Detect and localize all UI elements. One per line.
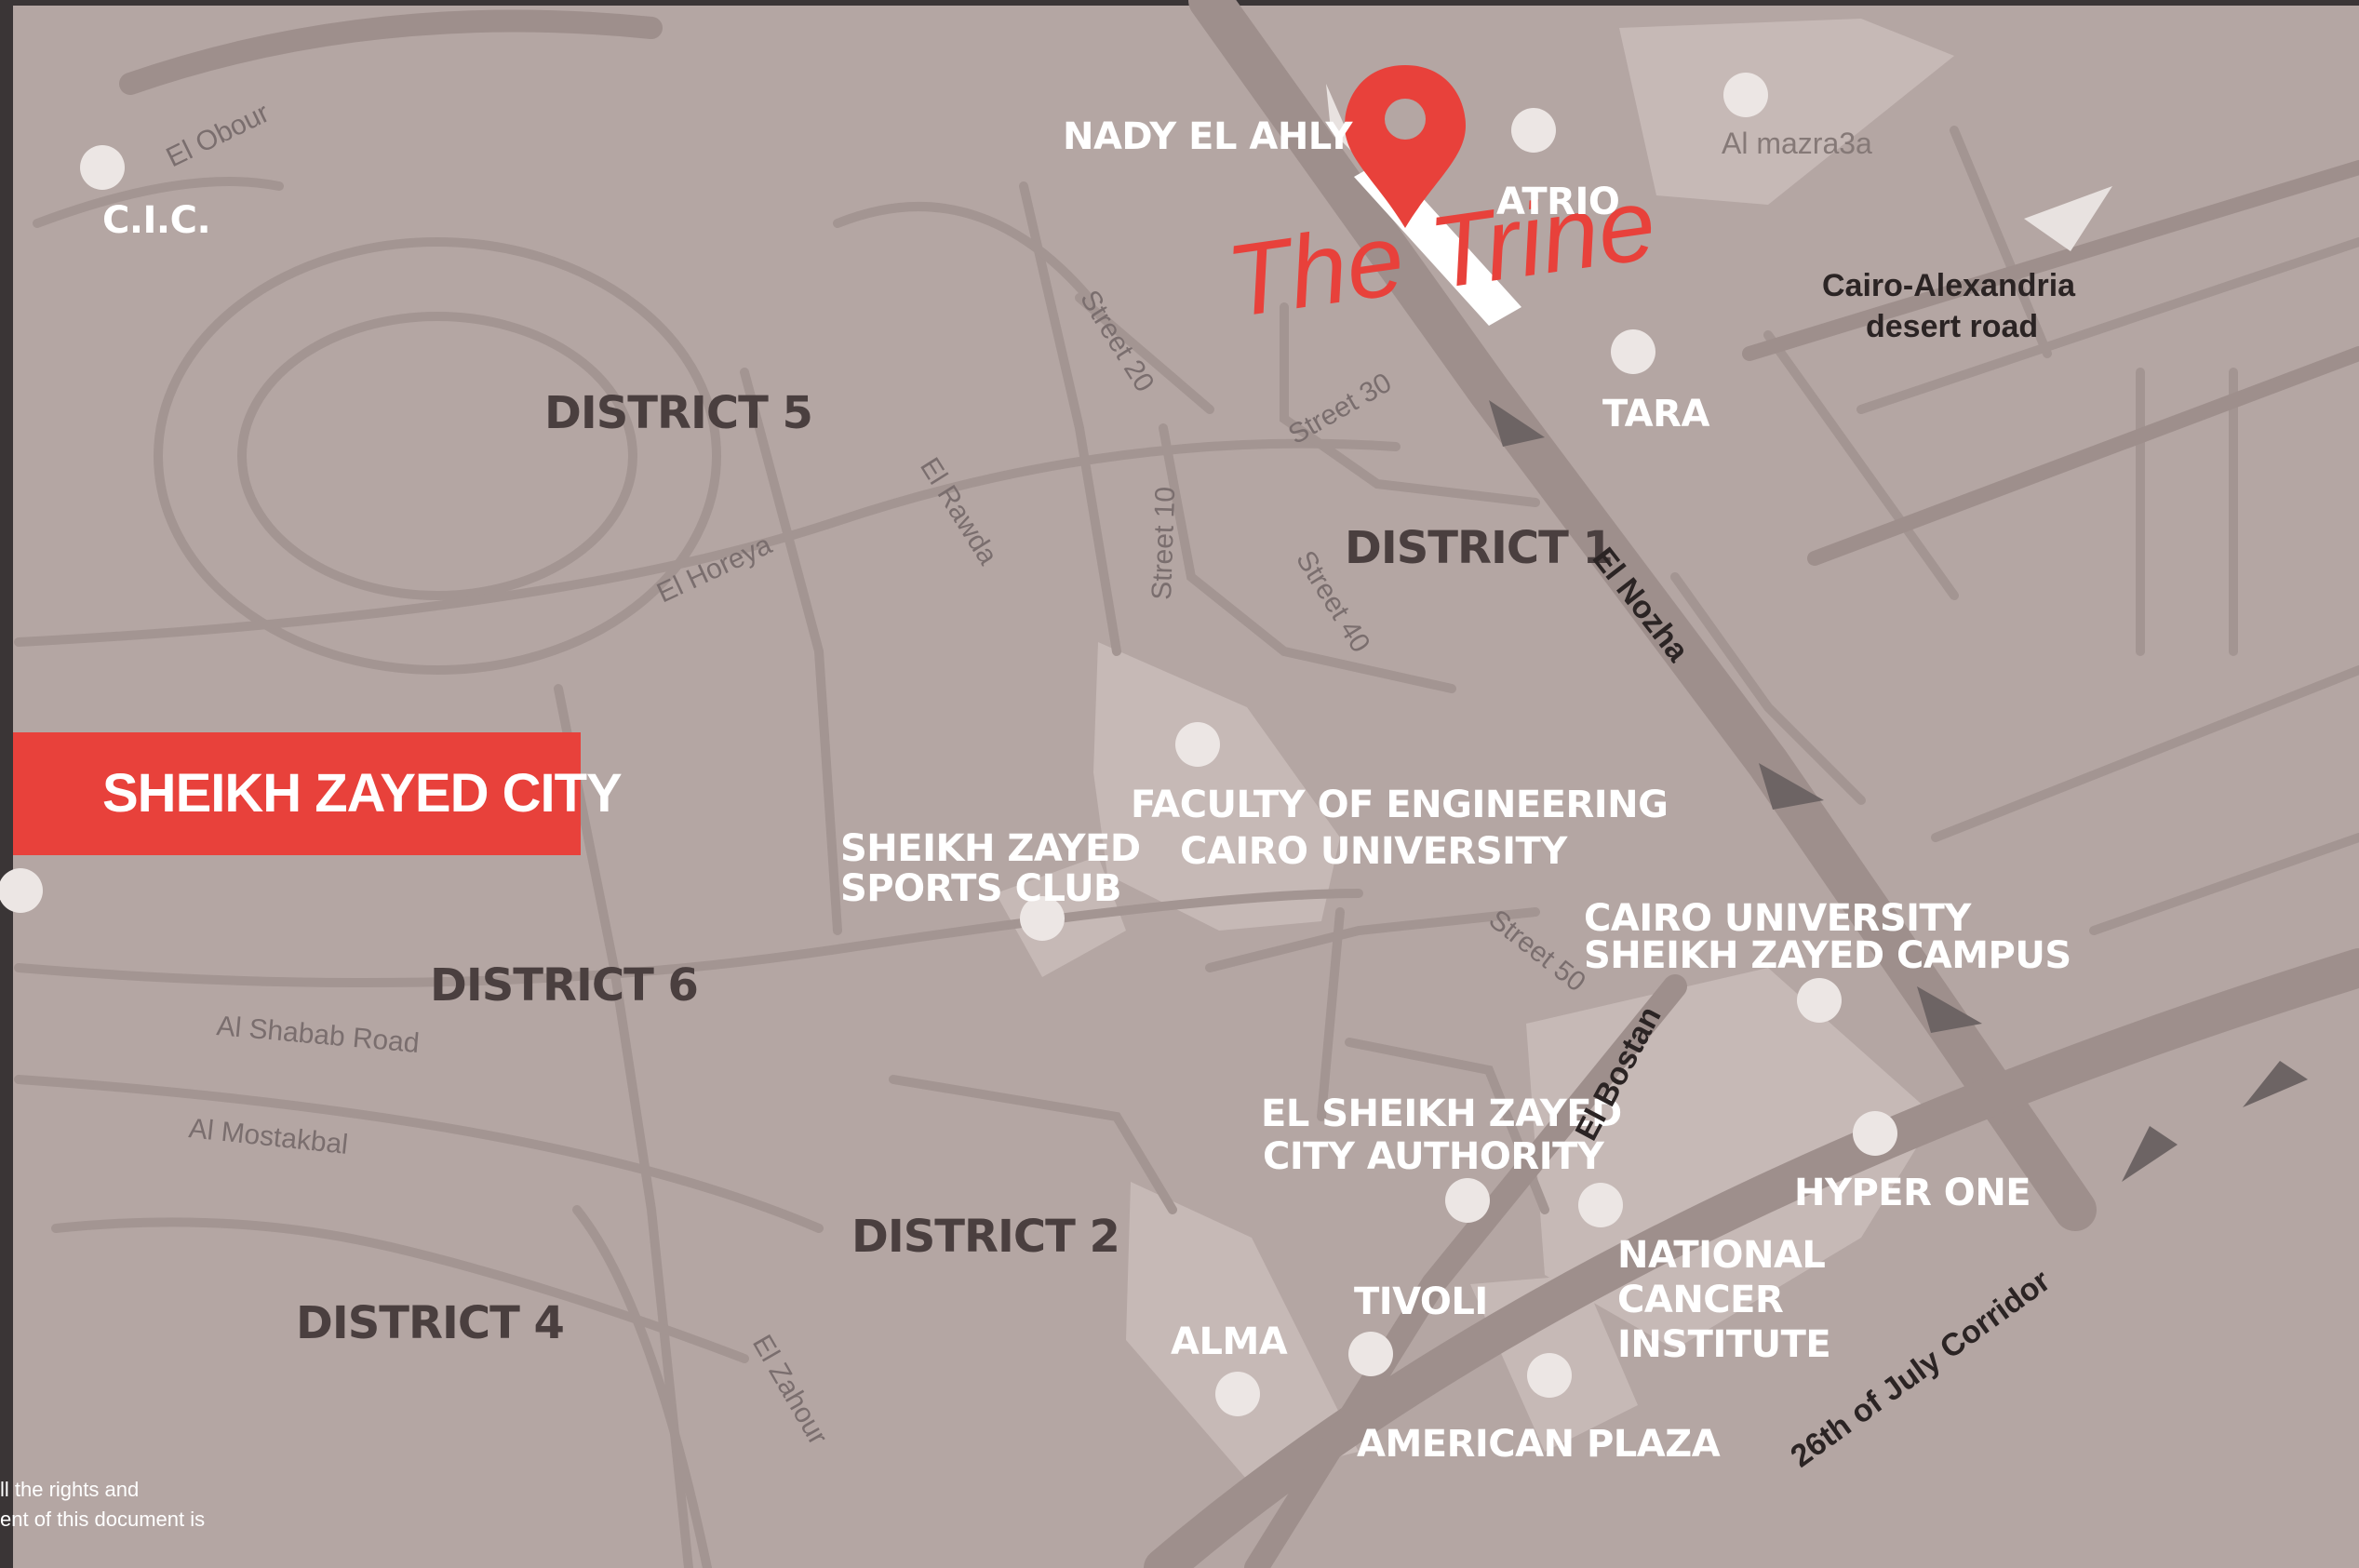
label-faculty-engineering: FACULTY OF ENGINEERING [1131,784,1668,826]
label-cu-campus-1: CAIRO UNIVERSITY [1584,897,1972,940]
label-city-authority-2: CITY AUTHORITY [1263,1135,1605,1178]
label-nci-2: CANCER [1617,1279,1783,1321]
label-alma: ALMA [1171,1320,1288,1363]
label-tivoli: TIVOLI [1354,1280,1488,1323]
label-nci-3: INSTITUTE [1617,1323,1830,1366]
label-sports-club-2: SPORTS CLUB [840,867,1121,910]
label-cairo-alex-2: desert road [1866,309,2038,344]
label-city-authority-1: EL SHEIKH ZAYED [1261,1092,1622,1135]
arrow-left-icon [2243,1061,2308,1107]
label-cic: C.I.C. [102,199,210,242]
label-district-6: DISTRICT 6 [430,959,698,1012]
label-american-plaza: AMERICAN PLAZA [1357,1423,1721,1466]
label-street-10: Street 10 [1146,486,1181,600]
label-sports-club-1: SHEIKH ZAYED [840,827,1141,870]
label-hyper-one: HYPER ONE [1794,1172,2031,1214]
label-district-4: DISTRICT 4 [296,1297,564,1349]
street-network [14,126,2359,1568]
label-district-5: DISTRICT 5 [544,387,812,439]
label-district-2: DISTRICT 2 [851,1211,1119,1263]
main-roads [119,0,2359,1568]
city-name: SHEIKH ZAYED CITY [102,763,622,824]
arrow-up-icon [1917,986,1982,1033]
label-nci-1: NATIONAL [1617,1234,1825,1277]
city-banner: SHEIKH ZAYED CITY [13,732,623,855]
label-cairo-alex-1: Cairo-Alexandria [1822,268,2076,303]
label-nady-el-ahly: NADY EL AHLY [1063,115,1354,158]
label-al-mazra3a: Al mazra3a [1722,127,1872,160]
label-tara: TARA [1602,393,1709,436]
label-district-1: DISTRICT 1 [1345,522,1613,574]
arrow-up-icon [1759,763,1824,810]
location-pin-icon[interactable] [1345,65,1466,228]
landmark-markers [0,73,1897,1416]
footer-legal-line-1: ll the rights and [0,1478,139,1501]
road-direction-arrows [1326,84,2308,1182]
footer-legal-line-2: ent of this document is [0,1508,205,1531]
label-cu-campus-2: SHEIKH ZAYED CAMPUS [1584,934,2071,977]
compass-arrow-icon [2024,186,2112,251]
arrow-left-icon [2122,1126,2178,1182]
arrow-up-icon [1489,400,1545,447]
label-cairo-university: CAIRO UNIVERSITY [1180,830,1568,873]
label-atrio: ATRIO [1496,181,1619,223]
